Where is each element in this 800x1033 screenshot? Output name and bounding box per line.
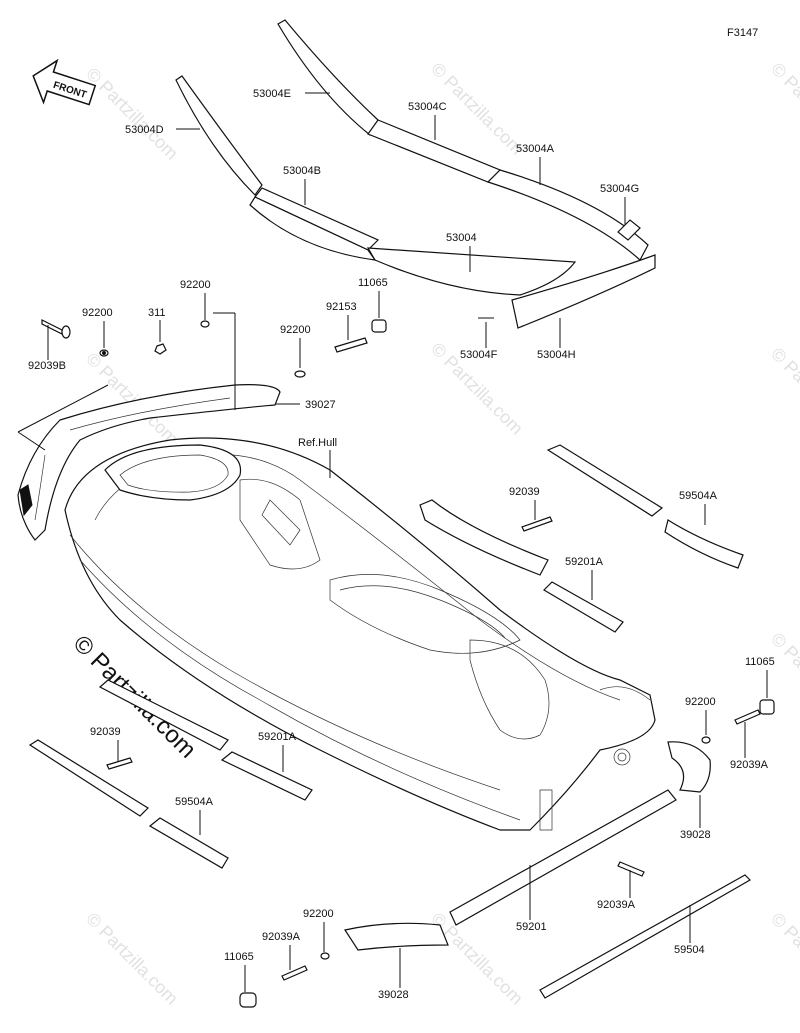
part-number-92200: 92200 — [303, 908, 334, 920]
hardware-bolts-top — [41, 319, 387, 378]
part-number-59504A: 59504A — [679, 490, 718, 502]
watermark: © Partzilla.com — [82, 909, 182, 1009]
watermark: © Partzilla.com — [82, 64, 182, 164]
part-number-92200: 92200 — [180, 279, 211, 291]
watermark: © Partzilla.com — [767, 344, 800, 444]
part-number-11065: 11065 — [358, 277, 388, 289]
part-number-92200: 92200 — [82, 307, 113, 319]
hardware-bolts-bottom — [239, 699, 775, 1008]
part-number-11065: 11065 — [745, 656, 775, 668]
hull-reference — [64, 437, 656, 831]
part-number-39028: 39028 — [378, 989, 409, 1001]
lower-rails — [449, 789, 751, 999]
part-number-92039: 92039 — [90, 726, 121, 738]
side-rails-left — [28, 679, 313, 869]
watermark: © Partzilla.com — [767, 59, 800, 159]
deck-mat-set — [175, 19, 656, 329]
part-number-53004: 53004 — [446, 232, 477, 244]
bumper-39027 — [17, 384, 281, 541]
watermark: © Partzilla.com — [767, 909, 800, 1009]
part-labels: 53004E 53004C 53004D 53004A 53004B 53004G 5300… — [28, 88, 775, 1001]
part-number-53004F: 53004F — [460, 349, 498, 361]
part-number-92039A: 92039A — [597, 899, 636, 911]
part-number-92200: 92200 — [280, 324, 311, 336]
side-rails-right — [419, 444, 744, 633]
part-number-92200: 92200 — [685, 696, 716, 708]
front-arrow-icon: FRONT — [32, 58, 97, 106]
part-number-59201: 59201 — [516, 921, 547, 933]
figure-code: F3147 — [727, 27, 758, 39]
part-number-53004H: 53004H — [537, 349, 576, 361]
ref-hull-label: Ref.Hull — [298, 437, 337, 449]
rear-bumpers — [344, 741, 711, 951]
part-number-92039A: 92039A — [262, 931, 301, 943]
part-number-92153: 92153 — [326, 301, 357, 313]
part-number-59504A: 59504A — [175, 796, 214, 808]
part-number-92039: 92039 — [509, 486, 540, 498]
watermark: © Partzilla.com — [427, 909, 527, 1009]
part-number-53004E: 53004E — [253, 88, 291, 100]
part-number-311: 311 — [148, 307, 166, 319]
part-number-53004G: 53004G — [600, 183, 639, 195]
part-number-92039A: 92039A — [730, 759, 769, 771]
part-number-11065: 11065 — [224, 951, 254, 963]
part-number-59504: 59504 — [674, 944, 705, 956]
part-number-53004C: 53004C — [408, 101, 447, 113]
leader-lines — [47, 92, 768, 992]
part-number-39028: 39028 — [680, 829, 711, 841]
part-number-92039B: 92039B — [28, 360, 66, 372]
part-number-53004D: 53004D — [125, 124, 164, 136]
part-number-39027: 39027 — [305, 399, 336, 411]
part-number-53004A: 53004A — [516, 143, 555, 155]
part-number-53004B: 53004B — [283, 165, 321, 177]
part-number-59201A: 59201A — [565, 556, 604, 568]
part-number-59201A: 59201A — [258, 731, 297, 743]
